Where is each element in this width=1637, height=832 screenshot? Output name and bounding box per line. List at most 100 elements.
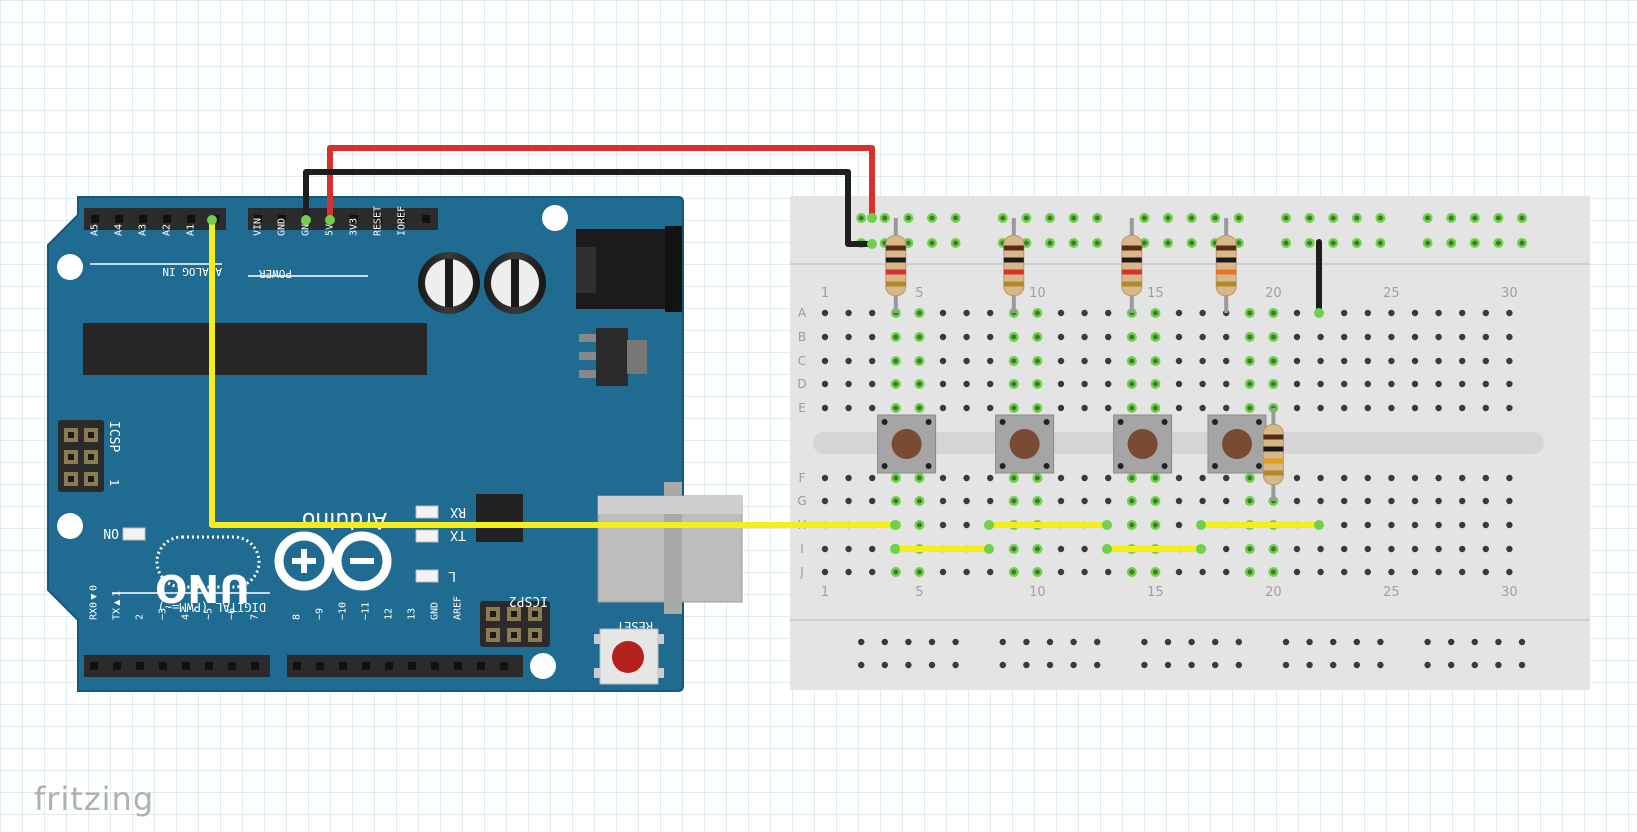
- breadboard-hole[interactable]: [821, 568, 829, 576]
- pushbutton[interactable]: [995, 414, 1055, 474]
- breadboard-hole[interactable]: [987, 309, 994, 317]
- breadboard-hole[interactable]: [1435, 333, 1442, 341]
- breadboard-hole[interactable]: [869, 545, 876, 553]
- breadboard-hole[interactable]: [1482, 380, 1490, 388]
- breadboard-hole[interactable]: [1364, 333, 1372, 341]
- power-rail-hole[interactable]: [1023, 638, 1030, 646]
- breadboard-hole[interactable]: [845, 568, 852, 576]
- header-pin[interactable]: [163, 215, 171, 223]
- power-rail-hole[interactable]: [952, 638, 959, 646]
- breadboard-hole[interactable]: [1081, 568, 1088, 576]
- breadboard-hole[interactable]: [1105, 357, 1112, 365]
- power-rail-hole[interactable]: [1306, 638, 1313, 646]
- power-rail-hole[interactable]: [1518, 638, 1526, 646]
- wire-a1-yellow[interactable]: [209, 220, 895, 528]
- breadboard-hole[interactable]: [1411, 474, 1419, 482]
- power-rail-hole[interactable]: [1070, 661, 1077, 669]
- breadboard-hole[interactable]: [1506, 380, 1513, 388]
- power-rail-hole[interactable]: [858, 661, 865, 669]
- resistor[interactable]: [1215, 218, 1237, 313]
- breadboard-hole[interactable]: [1081, 380, 1088, 388]
- power-rail-hole[interactable]: [1353, 661, 1361, 669]
- power-rail-hole[interactable]: [1448, 638, 1455, 646]
- breadboard-hole[interactable]: [1223, 333, 1230, 341]
- breadboard-hole[interactable]: [1199, 357, 1206, 365]
- breadboard-hole[interactable]: [1081, 545, 1088, 553]
- breadboard-hole[interactable]: [1388, 357, 1395, 365]
- header-pin[interactable]: [90, 662, 98, 670]
- breadboard-hole[interactable]: [939, 521, 947, 529]
- breadboard-hole[interactable]: [1459, 474, 1466, 482]
- breadboard-hole[interactable]: [963, 309, 970, 317]
- power-rail-hole[interactable]: [905, 638, 912, 646]
- breadboard-hole[interactable]: [939, 380, 947, 388]
- breadboard-hole[interactable]: [1293, 404, 1301, 412]
- breadboard-hole[interactable]: [1175, 380, 1183, 388]
- breadboard-hole[interactable]: [1293, 568, 1301, 576]
- breadboard-hole[interactable]: [987, 474, 994, 482]
- power-rail-hole[interactable]: [999, 661, 1006, 669]
- breadboard-hole[interactable]: [1364, 545, 1372, 553]
- breadboard-hole[interactable]: [1317, 380, 1324, 388]
- breadboard-hole[interactable]: [1317, 474, 1324, 482]
- breadboard-hole[interactable]: [1057, 357, 1065, 365]
- power-rail-hole[interactable]: [881, 638, 888, 646]
- power-rail-hole[interactable]: [1471, 661, 1479, 669]
- breadboard-hole[interactable]: [1057, 568, 1065, 576]
- breadboard-hole[interactable]: [869, 333, 876, 341]
- power-rail-hole[interactable]: [1212, 638, 1219, 646]
- breadboard-hole[interactable]: [1341, 497, 1348, 505]
- header-pin[interactable]: [254, 215, 262, 223]
- breadboard-hole[interactable]: [1293, 497, 1301, 505]
- breadboard-hole[interactable]: [1105, 309, 1112, 317]
- header-pin[interactable]: [385, 662, 393, 670]
- breadboard-hole[interactable]: [1317, 333, 1324, 341]
- breadboard-hole[interactable]: [1341, 380, 1348, 388]
- breadboard-hole[interactable]: [845, 357, 852, 365]
- power-rail-hole[interactable]: [1448, 661, 1455, 669]
- breadboard-hole[interactable]: [1341, 568, 1348, 576]
- breadboard-hole[interactable]: [869, 497, 876, 505]
- breadboard-hole[interactable]: [1364, 568, 1372, 576]
- breadboard-hole[interactable]: [1364, 309, 1372, 317]
- header-pin[interactable]: [362, 662, 370, 670]
- breadboard-hole[interactable]: [821, 545, 829, 553]
- power-rail-hole[interactable]: [881, 661, 888, 669]
- power-rail-hole[interactable]: [1282, 638, 1290, 646]
- breadboard-hole[interactable]: [1223, 404, 1230, 412]
- breadboard-hole[interactable]: [1411, 404, 1419, 412]
- resistor[interactable]: [1003, 218, 1025, 313]
- breadboard-hole[interactable]: [1506, 521, 1513, 529]
- header-pin[interactable]: [115, 215, 123, 223]
- breadboard-hole[interactable]: [1459, 497, 1466, 505]
- power-rail-hole[interactable]: [1306, 661, 1313, 669]
- breadboard-hole[interactable]: [1459, 309, 1466, 317]
- digital-header-high[interactable]: [287, 655, 523, 677]
- breadboard-hole[interactable]: [1364, 404, 1372, 412]
- wire-end[interactable]: [207, 215, 217, 225]
- power-rail-hole[interactable]: [928, 638, 936, 646]
- breadboard-hole[interactable]: [1482, 545, 1490, 553]
- breadboard-hole[interactable]: [1341, 404, 1348, 412]
- breadboard-hole[interactable]: [963, 333, 970, 341]
- power-rail-hole[interactable]: [1424, 638, 1431, 646]
- wire-end[interactable]: [1314, 520, 1324, 530]
- breadboard-hole[interactable]: [987, 357, 994, 365]
- icsp2-header[interactable]: [480, 601, 550, 647]
- breadboard-hole[interactable]: [1411, 568, 1419, 576]
- breadboard-hole[interactable]: [939, 309, 947, 317]
- analog-header[interactable]: [84, 208, 226, 230]
- breadboard-hole[interactable]: [963, 380, 970, 388]
- breadboard-hole[interactable]: [1175, 404, 1183, 412]
- power-rail-hole[interactable]: [1094, 638, 1101, 646]
- breadboard-hole[interactable]: [1364, 497, 1372, 505]
- breadboard-hole[interactable]: [1482, 497, 1490, 505]
- icsp-header[interactable]: [58, 420, 104, 492]
- breadboard-hole[interactable]: [1317, 545, 1324, 553]
- breadboard-hole[interactable]: [1341, 309, 1348, 317]
- breadboard-hole[interactable]: [1506, 357, 1513, 365]
- breadboard-hole[interactable]: [1435, 380, 1442, 388]
- breadboard-hole[interactable]: [963, 474, 970, 482]
- breadboard-hole[interactable]: [1411, 309, 1419, 317]
